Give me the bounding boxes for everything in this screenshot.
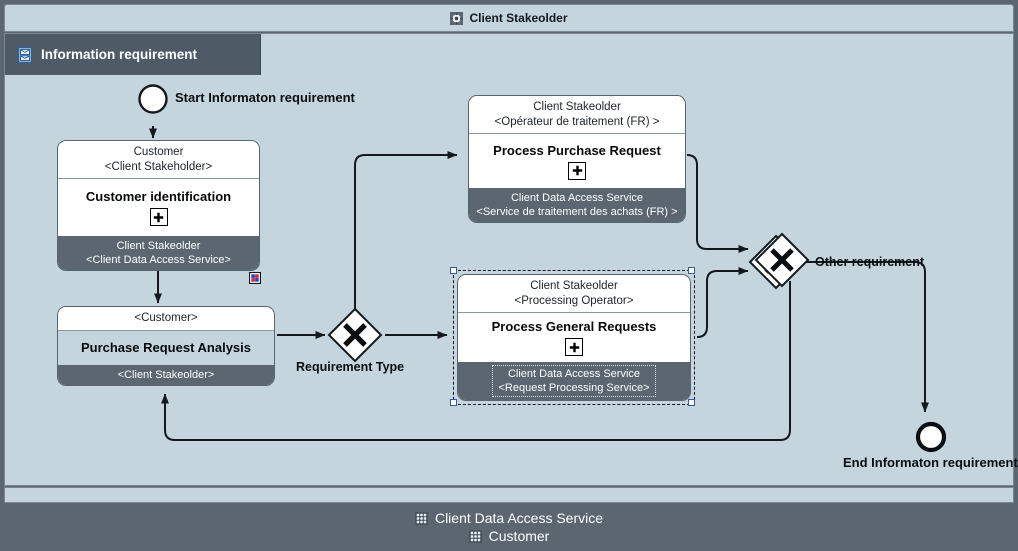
mesh-icon (414, 511, 428, 525)
gear-icon (450, 11, 464, 25)
footer-participant-label: Client Data Access Service (434, 510, 604, 526)
task-header-line1: Client Stakeolder (533, 101, 621, 113)
task-footer-line1: Client Stakeolder (116, 240, 201, 252)
task-footer-line1: Client Data Access Service (507, 368, 641, 380)
footer-participant[interactable]: Customer (468, 528, 550, 544)
task-title: Purchase Request Analysis (80, 340, 252, 356)
task-header: <Customer> (58, 307, 274, 331)
gateway-requirement-type-label: Requirement Type (296, 360, 405, 374)
task-header-line1: <Customer> (134, 312, 198, 324)
footer-participant[interactable]: Client Data Access Service (414, 510, 604, 526)
task-footer-line2: <Client Data Access Service> (86, 254, 231, 266)
task-header: Client Stakeolder <Processing Operator> (458, 275, 690, 313)
lane-tab-information-requirement[interactable]: Information requirement (5, 34, 261, 75)
task-body: Process General Requests (458, 313, 690, 362)
plus-icon[interactable] (568, 161, 586, 180)
task-title: Process General Requests (491, 319, 657, 334)
plus-icon[interactable] (149, 208, 168, 226)
task-body: Purchase Request Analysis (58, 330, 274, 365)
lane-bottom-strip[interactable] (4, 487, 1014, 503)
task-footer: Client Data Access Service <Service de t… (469, 188, 685, 222)
task-header-line1: Customer (133, 146, 184, 158)
selection-handle-top-right[interactable] (688, 267, 695, 274)
footer-participant-label: Customer (488, 528, 550, 544)
pool-footer: Client Data Access Service Customer (0, 503, 1018, 551)
red-blue-square-icon[interactable] (248, 271, 262, 285)
task-header-line2: <Client Stakeholder> (104, 160, 213, 173)
task-footer-line1: Client Data Access Service (510, 192, 644, 204)
task-header: Client Stakeolder <Opérateur de traiteme… (469, 96, 685, 134)
task-footer: <Client Stakeolder> (58, 365, 274, 385)
task-footer-line2: <Request Processing Service> (498, 382, 650, 394)
plus-icon[interactable] (565, 338, 583, 356)
selection-handle-top-left[interactable] (450, 267, 457, 274)
pool-title: Client Stakeolder (469, 11, 568, 25)
task-body: Process Purchase Request (469, 134, 685, 188)
task-header-line2: <Processing Operator> (514, 294, 634, 307)
start-event-label: Start Informaton requirement (175, 90, 355, 105)
task-header-line2: <Opérateur de traitement (FR) > (494, 115, 660, 128)
end-event-label: End Informaton requirement (843, 455, 1018, 470)
task-footer: Client Data Access Service <Request Proc… (458, 362, 690, 400)
task-header-line1: Client Stakeolder (530, 280, 618, 292)
task-customer-identification[interactable]: Customer <Client Stakeholder> Customer i… (57, 140, 260, 271)
task-process-general-requests[interactable]: Client Stakeolder <Processing Operator> … (457, 274, 691, 401)
task-process-purchase-request[interactable]: Client Stakeolder <Opérateur de traiteme… (468, 95, 686, 223)
task-footer: Client Stakeolder <Client Data Access Se… (58, 236, 259, 270)
task-body: Customer identification (58, 179, 259, 236)
task-purchase-request-analysis[interactable]: <Customer> Purchase Request Analysis <Cl… (57, 306, 275, 386)
lane-title: Information requirement (41, 47, 198, 62)
mesh-icon (468, 529, 482, 543)
pool-header[interactable]: Client Stakeolder (4, 4, 1014, 32)
task-header: Customer <Client Stakeholder> (58, 141, 259, 179)
task-title: Process Purchase Request (493, 142, 661, 158)
task-footer-line1: <Client Stakeolder> (117, 369, 215, 381)
task-footer-line2: <Service de traitement des achats (FR) > (476, 206, 678, 218)
lane-icon (17, 46, 33, 63)
gateway-other-requirement-label: Other requirement (815, 255, 925, 269)
selection-handle-bottom-left[interactable] (450, 399, 457, 406)
task-footer-selected-text: Client Data Access Service <Request Proc… (492, 365, 656, 397)
task-title: Customer identification (85, 189, 232, 204)
selection-handle-bottom-right[interactable] (688, 399, 695, 406)
